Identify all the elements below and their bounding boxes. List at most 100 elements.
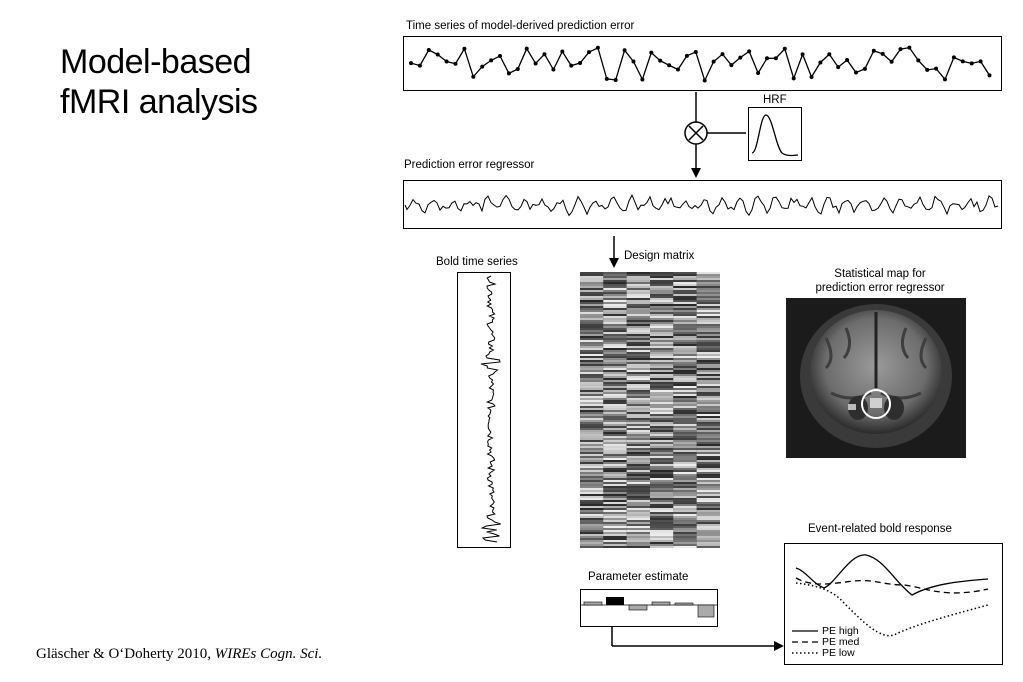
event-label: Event-related bold response bbox=[808, 523, 952, 535]
event-box bbox=[784, 543, 1003, 665]
timeseries-point bbox=[587, 50, 591, 55]
timeseries-point bbox=[916, 58, 921, 63]
pe-low-line bbox=[795, 582, 989, 637]
timeseries-point bbox=[533, 61, 538, 66]
timeseries-point bbox=[773, 56, 778, 61]
timeseries-point bbox=[515, 67, 520, 72]
legend-pe-low: PE low bbox=[822, 647, 855, 659]
timeseries-point bbox=[569, 63, 574, 68]
timeseries-point bbox=[693, 49, 698, 54]
timeseries-box bbox=[403, 36, 1002, 91]
timeseries-point bbox=[604, 76, 609, 81]
timeseries-point bbox=[560, 49, 565, 54]
timeseries-point bbox=[898, 47, 903, 52]
timeseries-point bbox=[684, 53, 689, 58]
timeseries-point bbox=[498, 53, 502, 58]
timeseries-point bbox=[453, 61, 458, 66]
timeseries-point bbox=[702, 78, 707, 83]
arrow-right-icon bbox=[774, 641, 784, 651]
timeseries-point bbox=[711, 59, 716, 64]
timeseries-point bbox=[969, 61, 974, 66]
timeseries-point bbox=[854, 70, 858, 75]
timeseries-point bbox=[444, 59, 449, 64]
citation-journal: WIREs Cogn. Sci. bbox=[214, 646, 323, 662]
param-bars bbox=[580, 597, 718, 618]
title-line-2: fMRI analysis bbox=[60, 83, 258, 121]
timeseries-point bbox=[676, 67, 680, 72]
arrow-down-icon bbox=[609, 258, 619, 268]
regressor-box bbox=[403, 180, 1002, 229]
timeseries-point bbox=[640, 77, 645, 82]
bold-box bbox=[457, 272, 511, 548]
timeseries-point bbox=[658, 58, 663, 63]
timeseries-point bbox=[862, 66, 867, 71]
timeseries-point bbox=[765, 56, 769, 61]
design-matrix bbox=[580, 272, 720, 548]
citation: Gläscher & O‘Doherty 2010, WIREs Cogn. S… bbox=[36, 646, 322, 663]
regressor-line bbox=[404, 193, 999, 217]
title-line-1: Model-based bbox=[60, 43, 252, 81]
timeseries-point bbox=[649, 50, 654, 55]
timeseries-point bbox=[845, 58, 850, 63]
design-label: Design matrix bbox=[624, 250, 695, 262]
param-box bbox=[580, 589, 718, 627]
pe-med-line bbox=[795, 577, 989, 594]
timeseries-point bbox=[417, 63, 422, 68]
slide-title: Model-based fMRI analysis bbox=[60, 42, 258, 122]
timeseries-point bbox=[506, 71, 511, 76]
timeseries-point bbox=[409, 61, 413, 66]
legend-pe-high: PE high bbox=[822, 625, 859, 637]
timeseries-point bbox=[791, 76, 796, 81]
timeseries-point bbox=[729, 63, 734, 68]
timeseries-point bbox=[435, 52, 440, 57]
convolution-diagram bbox=[684, 92, 746, 178]
legend-pe-med: PE med bbox=[822, 636, 860, 648]
timeseries-line bbox=[410, 46, 991, 83]
timeseries-point bbox=[426, 48, 431, 53]
timeseries-point bbox=[782, 46, 787, 51]
timeseries-point bbox=[480, 64, 485, 69]
statmap-label-2: prediction error regressor bbox=[815, 282, 945, 294]
timeseries-label: Time series of model-derived prediction … bbox=[406, 20, 635, 32]
timeseries-point bbox=[551, 67, 556, 72]
statmap-label-1: Statistical map for bbox=[834, 268, 926, 280]
timeseries-point bbox=[800, 52, 805, 57]
timeseries-point bbox=[951, 55, 956, 60]
timeseries-point bbox=[622, 48, 627, 53]
timeseries-point bbox=[987, 73, 992, 78]
timeseries-point bbox=[809, 74, 814, 79]
timeseries-point bbox=[613, 77, 618, 82]
activation-blob bbox=[870, 398, 882, 408]
brain-drawing bbox=[800, 304, 952, 448]
timeseries-point bbox=[756, 71, 761, 76]
timeseries-point bbox=[943, 77, 947, 82]
timeseries-point bbox=[889, 59, 894, 64]
timeseries-point bbox=[871, 48, 876, 53]
timeseries-point bbox=[836, 65, 841, 70]
event-plot bbox=[792, 554, 989, 654]
timeseries-point bbox=[631, 59, 636, 64]
timeseries-point bbox=[747, 49, 752, 54]
timeseries-point bbox=[462, 46, 467, 51]
timeseries-point bbox=[524, 46, 529, 51]
bold-line bbox=[480, 275, 501, 543]
timeseries-point bbox=[542, 52, 547, 57]
regressor-label: Prediction error regressor bbox=[404, 159, 535, 171]
citation-authors: Gläscher & O‘Doherty 2010, bbox=[36, 646, 215, 662]
param-label: Parameter estimate bbox=[588, 571, 689, 583]
regressor-plot bbox=[404, 193, 999, 217]
hrf-curve bbox=[751, 114, 799, 157]
timeseries-point bbox=[595, 45, 600, 50]
design-arrow bbox=[609, 236, 619, 268]
timeseries-point bbox=[489, 58, 494, 63]
param-arrow bbox=[611, 626, 784, 651]
timeseries-point bbox=[978, 59, 983, 64]
timeseries-point bbox=[907, 45, 912, 50]
timeseries-point bbox=[720, 52, 725, 57]
timeseries-point bbox=[934, 66, 939, 71]
timeseries-point bbox=[667, 63, 672, 68]
timeseries-point bbox=[880, 51, 885, 56]
timeseries-point bbox=[818, 60, 823, 65]
bold-plot bbox=[480, 275, 501, 543]
timeseries-point bbox=[738, 55, 743, 60]
